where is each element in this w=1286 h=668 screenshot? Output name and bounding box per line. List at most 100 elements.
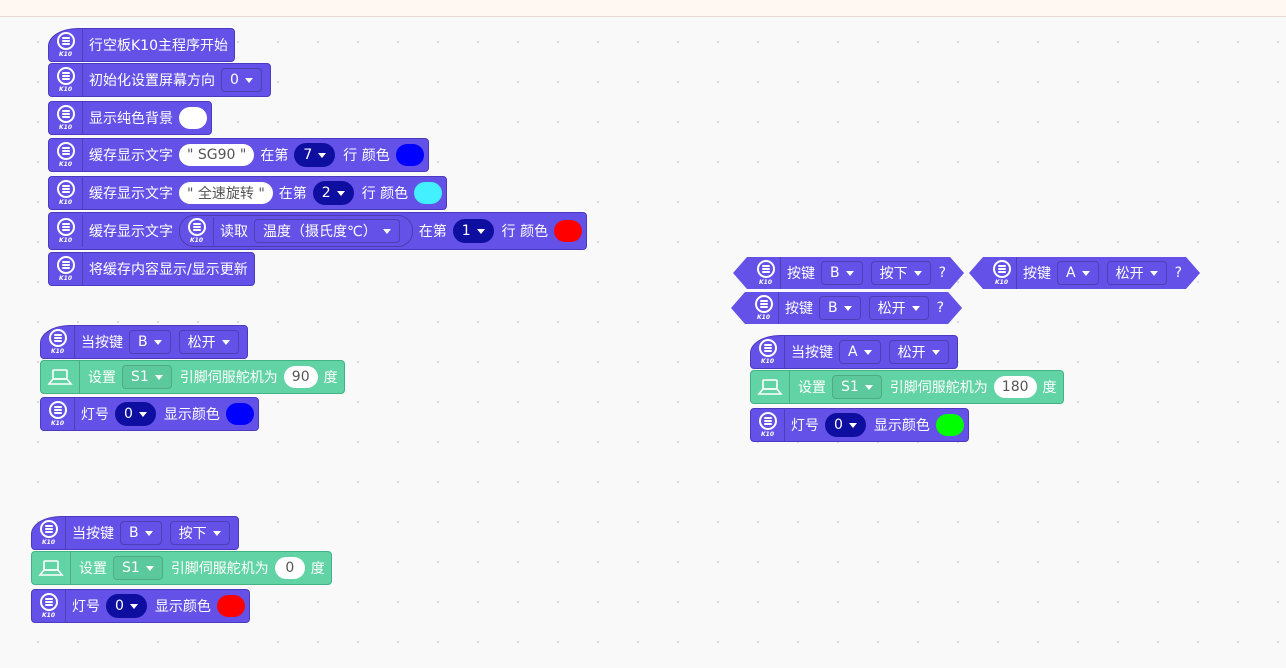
line-dropdown[interactable]: 7 xyxy=(294,143,336,167)
block-text: 当按键 xyxy=(791,345,833,361)
k10-icon: K10 xyxy=(180,217,214,245)
init-screen-direction-block[interactable]: K10 初始化设置屏幕方向 0 xyxy=(48,63,271,97)
block-text: 显示颜色 xyxy=(154,599,211,615)
text-input[interactable]: " SG90 " xyxy=(179,144,255,166)
k10-icon: K10 xyxy=(751,257,781,289)
key-dropdown[interactable]: B xyxy=(120,521,162,545)
key-dropdown[interactable]: B xyxy=(129,330,171,354)
k10-icon: K10 xyxy=(49,139,83,171)
cache-text-block-2[interactable]: K10 缓存显示文字 " 全速旋转 " 在第 2 行 颜色 xyxy=(48,176,448,210)
lamp-color-block[interactable]: K10 灯号 0 显示颜色 xyxy=(31,589,250,623)
k10-icon: K10 xyxy=(32,590,66,622)
color-swatch-blue[interactable] xyxy=(395,144,424,166)
block-text: 在第 xyxy=(278,186,307,202)
k10-icon: K10 xyxy=(987,257,1017,289)
cache-text-block-3[interactable]: K10 缓存显示文字 K10 读取 温度（摄氏度℃） 在第 1 行 颜色 xyxy=(48,212,588,250)
lamp-dropdown[interactable]: 0 xyxy=(115,402,156,426)
lamp-dropdown[interactable]: 0 xyxy=(825,413,866,437)
block-text: 显示纯色背景 xyxy=(89,111,173,127)
question-mark: ? xyxy=(938,265,947,281)
k10-icon: K10 xyxy=(49,215,83,247)
angle-input[interactable]: 0 xyxy=(274,557,305,579)
lamp-color-block[interactable]: K10 灯号 0 显示颜色 xyxy=(40,397,259,431)
line-dropdown[interactable]: 2 xyxy=(312,181,354,205)
sensor-dropdown[interactable]: 温度（摄氏度℃） xyxy=(254,219,400,243)
key-condition-block[interactable]: K10 按键 B 按下 ? xyxy=(733,257,964,289)
color-swatch-green[interactable] xyxy=(935,414,964,436)
block-text: 缓存显示文字 xyxy=(89,224,173,240)
read-sensor-reporter[interactable]: K10 读取 温度（摄氏度℃） xyxy=(179,215,413,247)
k10-icon: K10 xyxy=(49,64,83,96)
color-swatch-red[interactable] xyxy=(554,220,583,242)
event-dropdown[interactable]: 松开 xyxy=(1107,261,1167,285)
k10-icon: K10 xyxy=(49,253,83,285)
set-servo-block[interactable]: 设置 S1 引脚伺服舵机为 0 度 xyxy=(31,551,332,585)
block-text: 度 xyxy=(1042,380,1057,396)
key-dropdown[interactable]: A xyxy=(1057,261,1099,285)
when-key-b-pressed-hat[interactable]: K10 当按键 B 按下 xyxy=(31,516,239,550)
question-mark: ? xyxy=(936,300,945,316)
block-text: 按键 xyxy=(785,301,813,317)
show-background-block[interactable]: K10 显示纯色背景 xyxy=(48,101,212,135)
set-servo-block[interactable]: 设置 S1 引脚伺服舵机为 90 度 xyxy=(40,360,345,394)
block-text: 引脚伺服舵机为 xyxy=(170,561,269,577)
block-text: 设置 xyxy=(798,380,826,396)
key-condition-block[interactable]: K10 按键 A 松开 ? xyxy=(969,257,1200,289)
block-text: 灯号 xyxy=(72,599,100,615)
key-condition-block[interactable]: K10 按键 B 松开 ? xyxy=(731,292,962,324)
key-dropdown[interactable]: B xyxy=(819,296,861,320)
text-input[interactable]: " 全速旋转 " xyxy=(179,182,273,204)
line-dropdown[interactable]: 1 xyxy=(452,219,494,243)
when-key-a-released-hat[interactable]: K10 当按键 A 松开 xyxy=(750,335,958,369)
block-text: 显示颜色 xyxy=(873,418,930,434)
k10-icon: K10 xyxy=(41,326,75,358)
pin-dropdown[interactable]: S1 xyxy=(832,375,882,399)
block-text: 当按键 xyxy=(81,335,123,351)
event-dropdown[interactable]: 按下 xyxy=(871,261,931,285)
block-text: 将缓存内容显示/显示更新 xyxy=(89,262,248,278)
direction-dropdown[interactable]: 0 xyxy=(221,68,262,92)
k10-icon: K10 xyxy=(49,102,83,134)
key-dropdown[interactable]: A xyxy=(839,340,881,364)
cache-text-block-1[interactable]: K10 缓存显示文字 " SG90 " 在第 7 行 颜色 xyxy=(48,138,429,172)
block-text: 引脚伺服舵机为 xyxy=(179,370,278,386)
block-text: 设置 xyxy=(88,370,116,386)
k10-icon: K10 xyxy=(749,292,779,324)
lamp-dropdown[interactable]: 0 xyxy=(106,594,147,618)
k10-icon: K10 xyxy=(32,517,66,549)
block-text: 按键 xyxy=(1023,266,1051,282)
block-text: 引脚伺服舵机为 xyxy=(889,380,988,396)
key-dropdown[interactable]: B xyxy=(821,261,863,285)
set-servo-block[interactable]: 设置 S1 引脚伺服舵机为 180 度 xyxy=(750,370,1064,404)
block-text: 灯号 xyxy=(81,407,109,423)
k10-icon: K10 xyxy=(751,336,785,368)
block-text: 按键 xyxy=(787,266,815,282)
block-text: 行 颜色 xyxy=(343,148,390,164)
refresh-display-block[interactable]: K10 将缓存内容显示/显示更新 xyxy=(48,252,255,286)
angle-input[interactable]: 180 xyxy=(993,376,1037,398)
color-swatch-cyan[interactable] xyxy=(414,182,443,204)
block-text: 度 xyxy=(323,370,338,386)
block-text: 行空板K10主程序开始 xyxy=(89,38,228,54)
k10-icon: K10 xyxy=(41,398,75,430)
block-text: 初始化设置屏幕方向 xyxy=(89,73,215,89)
main-program-start-block[interactable]: K10 行空板K10主程序开始 xyxy=(48,28,235,62)
event-dropdown[interactable]: 松开 xyxy=(888,340,949,364)
when-key-b-released-hat[interactable]: K10 当按键 B 松开 xyxy=(40,325,248,359)
lamp-color-block[interactable]: K10 灯号 0 显示颜色 xyxy=(750,408,969,442)
event-dropdown[interactable]: 松开 xyxy=(869,296,929,320)
block-text: 当按键 xyxy=(72,526,114,542)
color-swatch-white[interactable] xyxy=(179,107,207,129)
color-swatch-blue[interactable] xyxy=(225,403,254,425)
color-swatch-red[interactable] xyxy=(216,595,245,617)
pin-dropdown[interactable]: S1 xyxy=(113,556,163,580)
event-dropdown[interactable]: 松开 xyxy=(178,330,239,354)
block-text: 灯号 xyxy=(791,418,819,434)
pin-dropdown[interactable]: S1 xyxy=(122,365,172,389)
servo-icon xyxy=(32,552,71,584)
block-text: 度 xyxy=(310,561,325,577)
top-toolbar-strip xyxy=(0,0,1286,17)
angle-input[interactable]: 90 xyxy=(283,366,318,388)
event-dropdown[interactable]: 按下 xyxy=(169,521,230,545)
